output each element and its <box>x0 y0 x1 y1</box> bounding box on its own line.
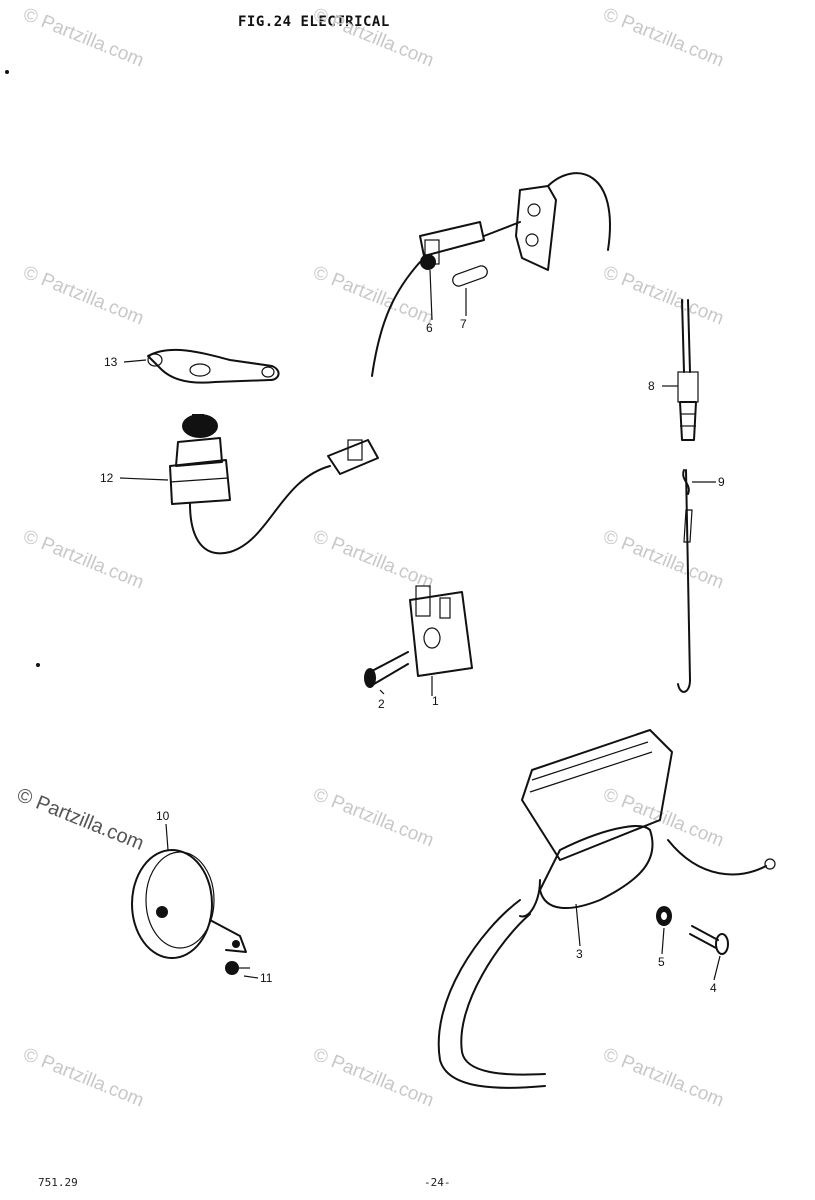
figure-title: FIG.24 ELECTRICAL <box>238 14 390 30</box>
bolt-4 <box>689 925 729 955</box>
leader-lines <box>119 269 721 981</box>
callout-13: 13 <box>104 355 118 369</box>
ignition-switch-12 <box>169 414 379 555</box>
relay-1 <box>409 585 473 677</box>
callout-12: 12 <box>100 471 114 485</box>
ignition-coil-3 <box>437 729 776 1089</box>
bracket-13 <box>147 348 280 384</box>
callout-1: 1 <box>432 694 439 708</box>
callout-5: 5 <box>658 955 665 969</box>
fuse-holder-assembly <box>371 172 611 377</box>
callout-6: 6 <box>426 321 433 335</box>
callout-3: 3 <box>576 947 583 961</box>
screw-2 <box>364 651 409 688</box>
callout-9: 9 <box>718 475 725 489</box>
page-number: -24- <box>424 1176 451 1189</box>
connector-8 <box>677 299 699 441</box>
callout-4: 4 <box>710 981 717 995</box>
screw-11 <box>225 961 250 975</box>
footer-code: 751.29 <box>38 1176 78 1189</box>
callout-7: 7 <box>460 317 467 331</box>
callout-10: 10 <box>156 809 170 823</box>
stray-mark <box>5 70 9 74</box>
wire-9 <box>677 469 693 693</box>
washer-5 <box>656 906 672 926</box>
callout-11: 11 <box>260 971 273 985</box>
callout-8: 8 <box>648 379 655 393</box>
callout-2: 2 <box>378 697 385 711</box>
horn-10 <box>131 849 247 959</box>
stray-mark <box>36 663 40 667</box>
